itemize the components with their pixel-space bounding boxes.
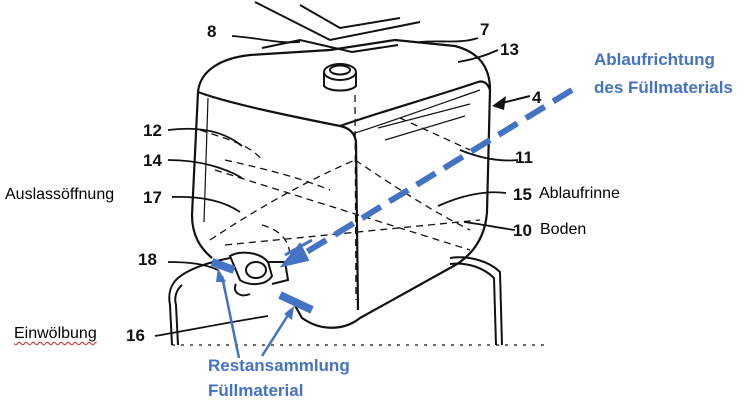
canister-top [254, 1, 421, 54]
ref-number-4: 4 [532, 88, 542, 107]
ref-number-14: 14 [143, 151, 162, 170]
outlet-spout [228, 251, 290, 297]
ref-number-13: 13 [500, 40, 519, 59]
label-boden: Boden [540, 221, 587, 238]
ref-number-15: 15 [513, 185, 532, 204]
ref-number-12: 12 [143, 121, 162, 140]
residue-marks [210, 258, 314, 359]
leader-lines [154, 35, 519, 337]
flow-arrow [279, 87, 574, 268]
label-restansammlung-line1: Restansammlung [208, 356, 350, 375]
bottom-tray [168, 256, 548, 346]
label-restansammlung-line2: Füllmaterial [208, 381, 304, 400]
ref-number-17: 17 [143, 188, 162, 207]
ref-number-7: 7 [480, 20, 490, 39]
flow-arrow-head [279, 242, 310, 268]
ref-number-16: 16 [126, 326, 145, 345]
ref-number-11: 11 [515, 148, 533, 167]
label-auslassoeffnung: Auslassöffnung [5, 186, 115, 203]
fill-neck [323, 63, 357, 92]
hidden-lines [199, 94, 481, 301]
ref-number-18: 18 [138, 250, 157, 269]
arrow-4 [492, 95, 531, 110]
label-ablaufrichtung-line1: Ablaufrichtung [594, 50, 715, 69]
label-einwoelbung: Einwölbung [14, 325, 97, 342]
label-ablaufrinne: Ablaufrinne [539, 185, 620, 202]
canister-body [190, 38, 492, 329]
ref-number-10: 10 [513, 221, 532, 240]
flow-arrow-head-side [284, 238, 313, 257]
label-ablaufrichtung-line2: des Füllmaterials [594, 78, 733, 97]
ref-number-8: 8 [207, 22, 217, 41]
